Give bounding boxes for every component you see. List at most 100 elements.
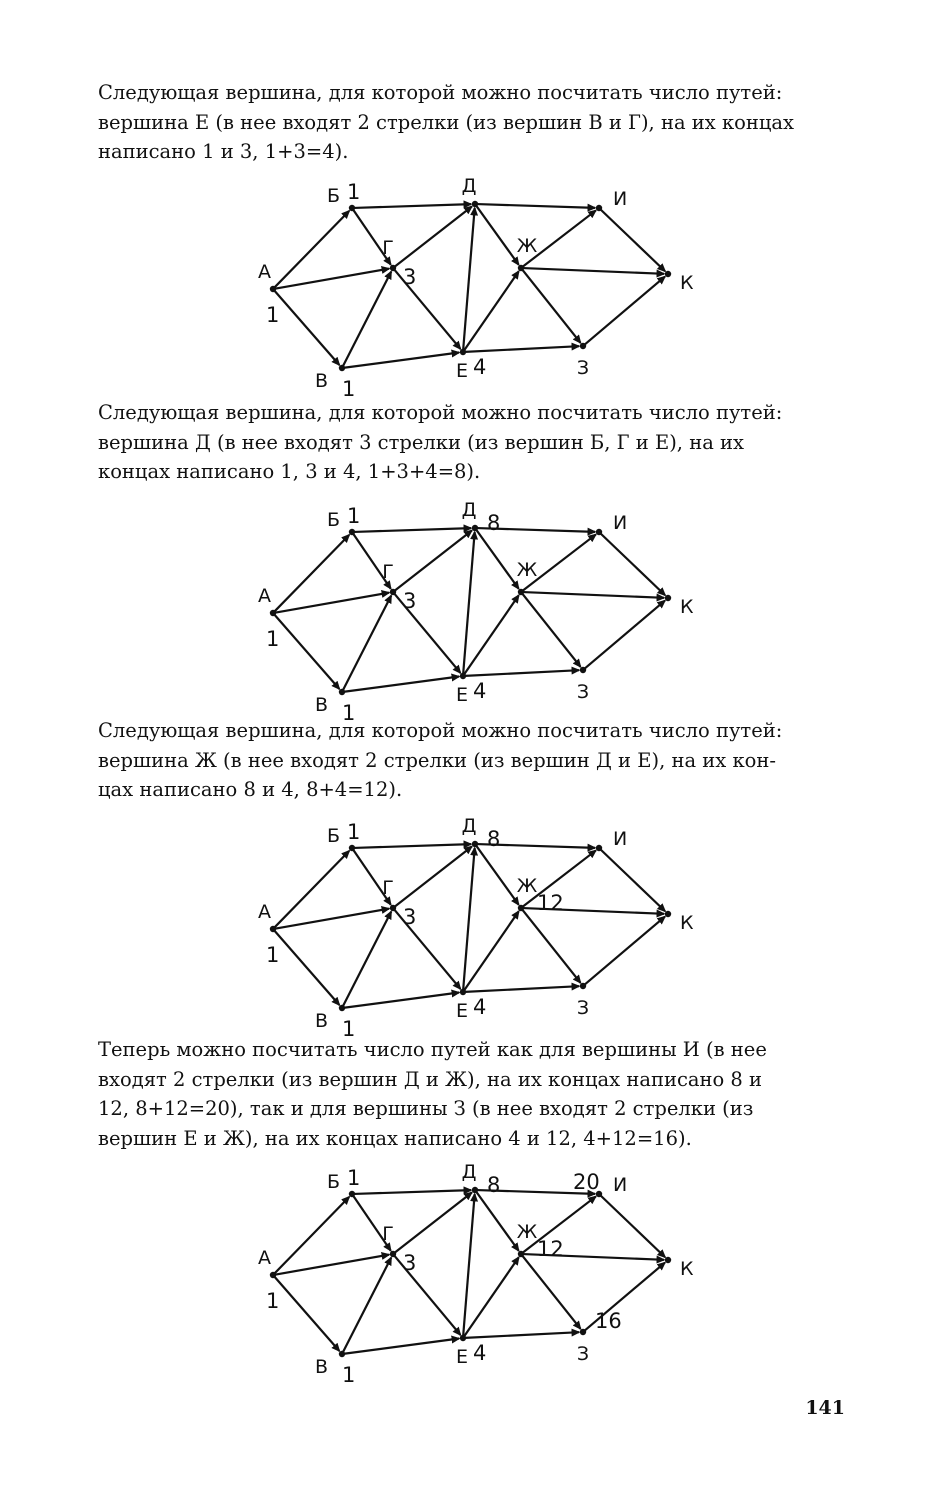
vertex-dot-k: [664, 270, 672, 278]
vertex-dot-d: [471, 1186, 479, 1194]
path-count-g: 3: [403, 589, 416, 613]
vertex-label-d: Д: [462, 815, 477, 837]
text-line: Следующая вершина, для которой можно пос…: [98, 401, 783, 424]
vertex-label-k: К: [680, 596, 694, 618]
vertex-label-b: Б: [327, 825, 340, 847]
text-line: вершин Е и Ж), на их концах написано 4 и…: [98, 1126, 692, 1150]
vertex-dot-d: [471, 200, 479, 208]
vertex-label-g: Г: [382, 237, 394, 259]
vertex-dot-i: [595, 1190, 603, 1198]
edge-e-d: [462, 846, 479, 991]
vertex-dot-e: [459, 348, 467, 356]
vertex-label-z: З: [577, 997, 589, 1019]
vertex-dot-g: [389, 588, 397, 596]
vertex-label-e: Е: [456, 360, 468, 382]
vertex-label-z: З: [577, 1343, 589, 1365]
vertex-label-i: И: [613, 828, 627, 850]
edge-d-i: [476, 526, 597, 536]
vertex-label-b: Б: [327, 1171, 340, 1193]
vertex-dot-k: [664, 594, 672, 602]
edge-a-b: [273, 849, 351, 929]
edge-b-g: [352, 849, 392, 906]
vertex-label-a: А: [258, 1247, 271, 1269]
edge-b-g: [352, 1195, 392, 1252]
vertex-dot-a: [269, 285, 277, 293]
vertex-label-zh: Ж: [517, 559, 538, 581]
vertex-dot-d: [471, 524, 479, 532]
edge-g-e: [393, 1254, 462, 1337]
edge-v-e: [343, 349, 461, 369]
path-count-e: 4: [473, 355, 486, 379]
vertex-label-zh: Ж: [517, 875, 538, 897]
paragraph-3: Следующая вершина, для которой можно пос…: [98, 716, 846, 805]
vertex-label-k: К: [680, 1258, 694, 1280]
edge-v-e: [343, 1335, 461, 1355]
edge-b-d: [353, 840, 473, 850]
edge-v-e: [343, 989, 461, 1009]
vertex-label-g: Г: [382, 561, 394, 583]
edge-zh-z: [521, 1254, 582, 1331]
edge-z-k: [583, 915, 667, 986]
paragraph-1: Следующая вершина, для которой можно пос…: [98, 78, 846, 167]
path-count-d: 8: [487, 827, 500, 851]
text-line: вершина Е (в нее входят 2 стрелки (из ве…: [98, 110, 795, 134]
text-line: Следующая вершина, для которой можно пос…: [98, 719, 783, 742]
vertex-dot-zh: [517, 264, 525, 272]
path-count-a: 1: [266, 943, 279, 967]
edge-zh-k: [522, 1252, 666, 1264]
vertex-dot-v: [338, 364, 346, 372]
vertex-label-g: Г: [382, 877, 394, 899]
vertex-dot-z: [579, 1328, 587, 1336]
edge-zh-i: [521, 209, 598, 268]
edge-a-v: [273, 289, 341, 367]
vertex-dot-g: [389, 264, 397, 272]
edge-zh-z: [521, 908, 582, 985]
edge-d-zh: [475, 528, 520, 590]
path-count-g: 3: [403, 265, 416, 289]
vertex-label-k: К: [680, 272, 694, 294]
vertex-dot-e: [459, 988, 467, 996]
vertex-dot-zh: [517, 588, 525, 596]
edge-e-z: [464, 1328, 581, 1339]
path-count-d: 8: [487, 511, 500, 535]
path-count-a: 1: [266, 627, 279, 651]
edge-z-k: [583, 1261, 667, 1332]
edge-e-zh: [463, 910, 520, 991]
vertex-dot-e: [459, 672, 467, 680]
vertex-label-k: К: [680, 912, 694, 934]
vertex-dot-k: [664, 910, 672, 918]
edge-zh-z: [521, 268, 582, 345]
edge-e-d: [462, 1192, 479, 1337]
vertex-label-z: З: [577, 681, 589, 703]
vertex-dot-a: [269, 925, 277, 933]
edge-a-v: [273, 613, 341, 691]
vertex-label-d: Д: [462, 1161, 477, 1183]
edge-g-d: [393, 205, 474, 268]
text-line: концах написано 1, 3 и 4, 1+3+4=8).: [98, 460, 481, 483]
edge-e-zh: [463, 594, 520, 675]
path-count-i: 20: [573, 1170, 600, 1194]
path-count-z: 16: [595, 1309, 622, 1333]
edge-i-k: [599, 848, 667, 913]
path-count-b: 1: [347, 504, 360, 528]
vertex-dot-b: [348, 204, 356, 212]
edge-zh-i: [521, 1195, 598, 1254]
path-count-b: 1: [347, 180, 360, 204]
edge-b-g: [352, 209, 392, 266]
edge-d-zh: [475, 844, 520, 906]
edge-g-d: [393, 529, 474, 592]
edge-e-zh: [463, 270, 520, 351]
path-count-e: 4: [473, 995, 486, 1019]
edge-zh-i: [521, 849, 598, 908]
vertex-dot-d: [471, 840, 479, 848]
edge-e-d: [462, 206, 479, 351]
edge-z-k: [583, 599, 667, 670]
edge-a-v: [273, 1275, 341, 1353]
vertex-dot-k: [664, 1256, 672, 1264]
edge-v-g: [341, 270, 393, 367]
vertex-label-v: В: [315, 1010, 328, 1032]
edge-v-g: [341, 910, 393, 1007]
vertex-label-d: Д: [462, 499, 477, 521]
edge-v-g: [341, 594, 393, 691]
